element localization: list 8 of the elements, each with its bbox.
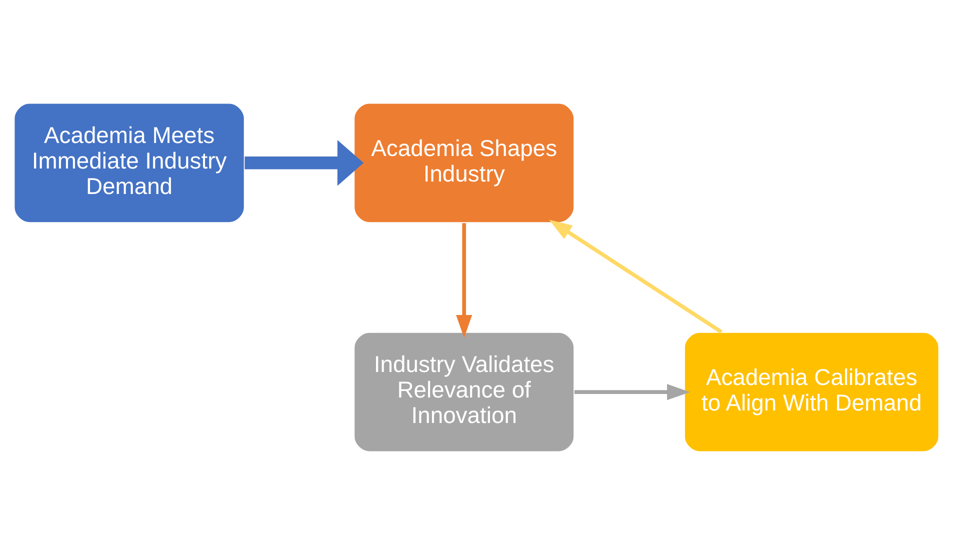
arrow xyxy=(456,222,472,338)
node-box: Academia Calibrates to Align With Demand xyxy=(684,331,940,452)
arrow xyxy=(244,139,364,186)
node-box: Industry Validates Relevance of Innovation xyxy=(353,331,575,452)
arrow xyxy=(574,384,690,400)
arrow xyxy=(549,219,722,334)
node-box: Academia Meets Immediate Industry Demand xyxy=(13,102,246,223)
node-box: Academia Shapes Industry xyxy=(353,102,575,223)
